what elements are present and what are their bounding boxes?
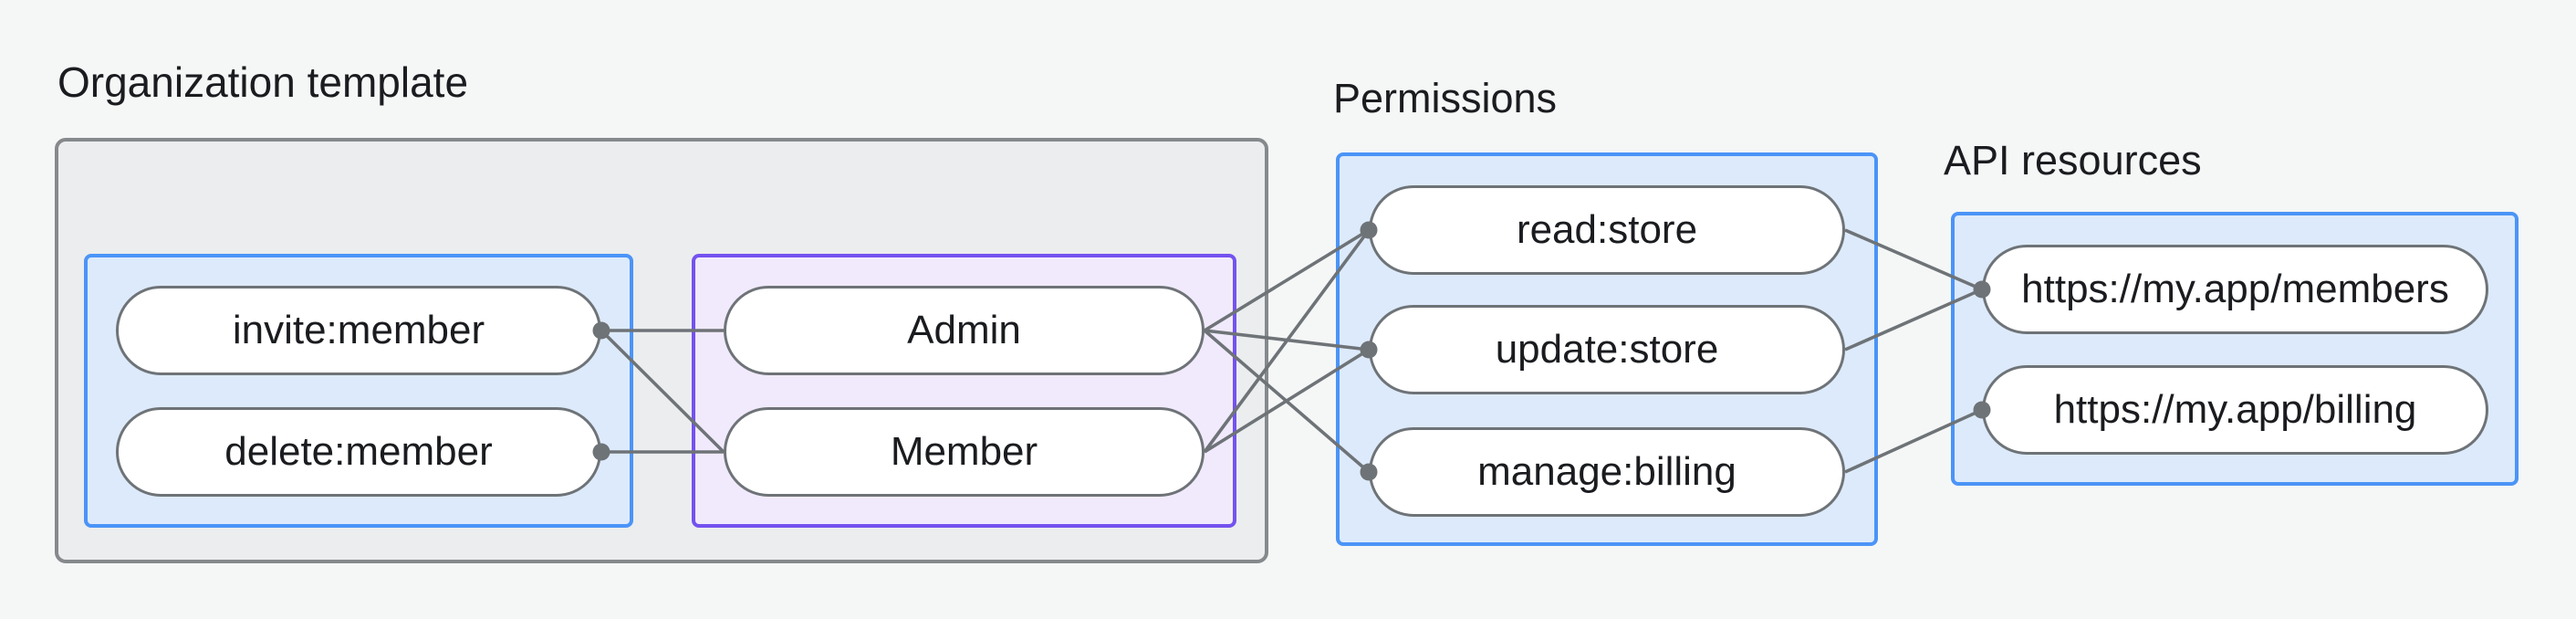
node-admin-role: Admin	[724, 286, 1205, 375]
node-api-members-url: https://my.app/members	[1982, 245, 2488, 334]
node-update-store: update:store	[1369, 305, 1845, 394]
group-heading-permissions: Permissions	[1333, 75, 1558, 121]
node-api-billing-url: https://my.app/billing	[1982, 365, 2488, 455]
group-heading-api-resources: API resources	[1944, 137, 2202, 184]
node-invite-member: invite:member	[116, 286, 601, 375]
node-delete-member: delete:member	[116, 407, 601, 497]
diagram-title: Organization template	[57, 58, 469, 106]
node-member-role: Member	[724, 407, 1205, 497]
node-manage-billing: manage:billing	[1369, 427, 1845, 517]
node-read-store: read:store	[1369, 185, 1845, 275]
